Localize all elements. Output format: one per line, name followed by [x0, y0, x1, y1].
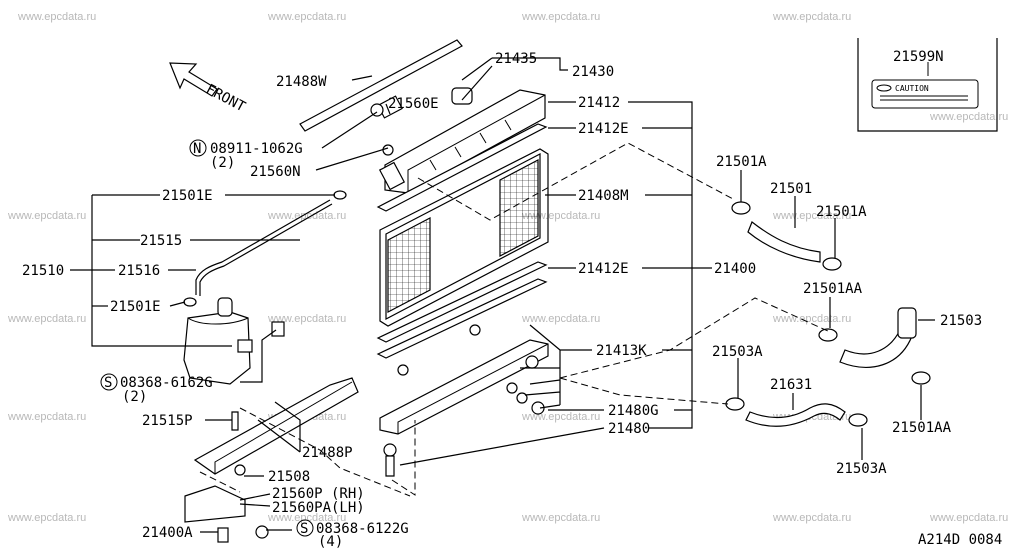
svg-text:www.epcdata.ru: www.epcdata.ru — [521, 313, 600, 325]
label-08911-1062G: 08911-1062G — [210, 141, 303, 157]
hose-21631-part — [745, 403, 846, 427]
part-labels: 21488W 21435 21430 21560E 21412 21412E 0… — [22, 49, 1002, 548]
leader-lines — [70, 57, 935, 533]
label-21560N: 21560N — [250, 164, 301, 180]
marker-s-2: S — [296, 519, 314, 537]
diagram-code: A214D 0084 — [918, 532, 1002, 548]
svg-text:www.epcdata.ru: www.epcdata.ru — [7, 411, 86, 423]
svg-text:www.epcdata.ru: www.epcdata.ru — [267, 11, 346, 23]
svg-text:www.epcdata.ru: www.epcdata.ru — [267, 210, 346, 222]
mounting-brackets — [184, 95, 545, 543]
svg-text:www.epcdata.ru: www.epcdata.ru — [521, 411, 600, 423]
label-21508: 21508 — [268, 469, 310, 485]
upper-hose-part — [747, 221, 821, 263]
seal-strips — [376, 123, 548, 359]
hose-clamps — [183, 190, 931, 427]
label-21560P: 21560P (RH) — [272, 486, 365, 502]
assembly-lines — [199, 142, 831, 497]
svg-text:www.epcdata.ru: www.epcdata.ru — [7, 210, 86, 222]
marker-s-1: S — [100, 373, 118, 391]
svg-text:www.epcdata.ru: www.epcdata.ru — [929, 512, 1008, 524]
marker-n: N — [189, 139, 207, 157]
label-21503A-2: 21503A — [836, 461, 887, 477]
label-21501AA-2: 21501AA — [892, 420, 952, 436]
label-21435: 21435 — [495, 51, 537, 67]
radiator-core-part — [379, 148, 549, 327]
label-21631: 21631 — [770, 377, 812, 393]
label-21515: 21515 — [140, 233, 182, 249]
svg-text:www.epcdata.ru: www.epcdata.ru — [772, 210, 851, 222]
svg-text:www.epcdata.ru: www.epcdata.ru — [772, 313, 851, 325]
label-21510: 21510 — [22, 263, 64, 279]
label-21501E-top: 21501E — [162, 188, 213, 204]
upper-tank-part — [378, 87, 546, 194]
lower-hose-part — [839, 307, 917, 368]
label-21501E-bottom: 21501E — [110, 299, 161, 315]
svg-text:www.epcdata.ru: www.epcdata.ru — [772, 512, 851, 524]
front-arrow-icon: FRONT — [169, 62, 248, 116]
label-21480: 21480 — [608, 421, 650, 437]
label-21412E-top: 21412E — [578, 121, 629, 137]
label-08368-6162G: 08368-6162G — [120, 375, 213, 391]
label-21400: 21400 — [714, 261, 756, 277]
label-08368-6122G: 08368-6122G — [316, 521, 409, 537]
label-08911-qty: (2) — [210, 155, 235, 171]
lower-tank-part — [379, 324, 549, 435]
svg-text:www.epcdata.ru: www.epcdata.ru — [772, 11, 851, 23]
svg-text:www.epcdata.ru: www.epcdata.ru — [521, 512, 600, 524]
svg-text:www.epcdata.ru: www.epcdata.ru — [267, 313, 346, 325]
label-21488P: 21488P — [302, 445, 353, 461]
svg-text:S: S — [104, 375, 112, 391]
label-21488W: 21488W — [276, 74, 327, 90]
label-21501AA-1: 21501AA — [803, 281, 863, 297]
svg-text:FRONT: FRONT — [203, 81, 248, 115]
label-21408M: 21408M — [578, 188, 629, 204]
label-21412E-bottom: 21412E — [578, 261, 629, 277]
svg-text:S: S — [300, 521, 308, 537]
label-21501A-1: 21501A — [716, 154, 767, 170]
svg-text:www.epcdata.ru: www.epcdata.ru — [17, 11, 96, 23]
weather-strip-part — [299, 39, 463, 132]
svg-text:N: N — [193, 141, 201, 157]
label-21515P: 21515P — [142, 413, 193, 429]
svg-text:www.epcdata.ru: www.epcdata.ru — [929, 111, 1008, 123]
label-21560PA: 21560PA(LH) — [272, 500, 365, 516]
caution-label-box: CAUTION — [857, 38, 998, 132]
label-21503: 21503 — [940, 313, 982, 329]
label-21412: 21412 — [578, 95, 620, 111]
label-08368-6122G-qty: (4) — [318, 534, 343, 548]
label-21400A: 21400A — [142, 525, 193, 541]
label-21503A-1: 21503A — [712, 344, 763, 360]
svg-text:www.epcdata.ru: www.epcdata.ru — [267, 512, 346, 524]
label-21599N: 21599N — [893, 49, 944, 65]
label-21560E: 21560E — [388, 96, 439, 112]
reservoir-tank-part — [183, 297, 285, 385]
label-21430: 21430 — [572, 64, 614, 80]
label-21501: 21501 — [770, 181, 812, 197]
label-21480G: 21480G — [608, 403, 659, 419]
svg-text:www.epcdata.ru: www.epcdata.ru — [7, 512, 86, 524]
label-21501A-2: 21501A — [816, 204, 867, 220]
svg-text:www.epcdata.ru: www.epcdata.ru — [7, 313, 86, 325]
svg-text:www.epcdata.ru: www.epcdata.ru — [521, 11, 600, 23]
svg-text:www.epcdata.ru: www.epcdata.ru — [521, 210, 600, 222]
overflow-tube-part — [195, 199, 333, 296]
label-21413K: 21413K — [596, 343, 647, 359]
label-08368-6162G-qty: (2) — [122, 389, 147, 405]
caution-text: CAUTION — [895, 84, 929, 93]
label-21516: 21516 — [118, 263, 160, 279]
